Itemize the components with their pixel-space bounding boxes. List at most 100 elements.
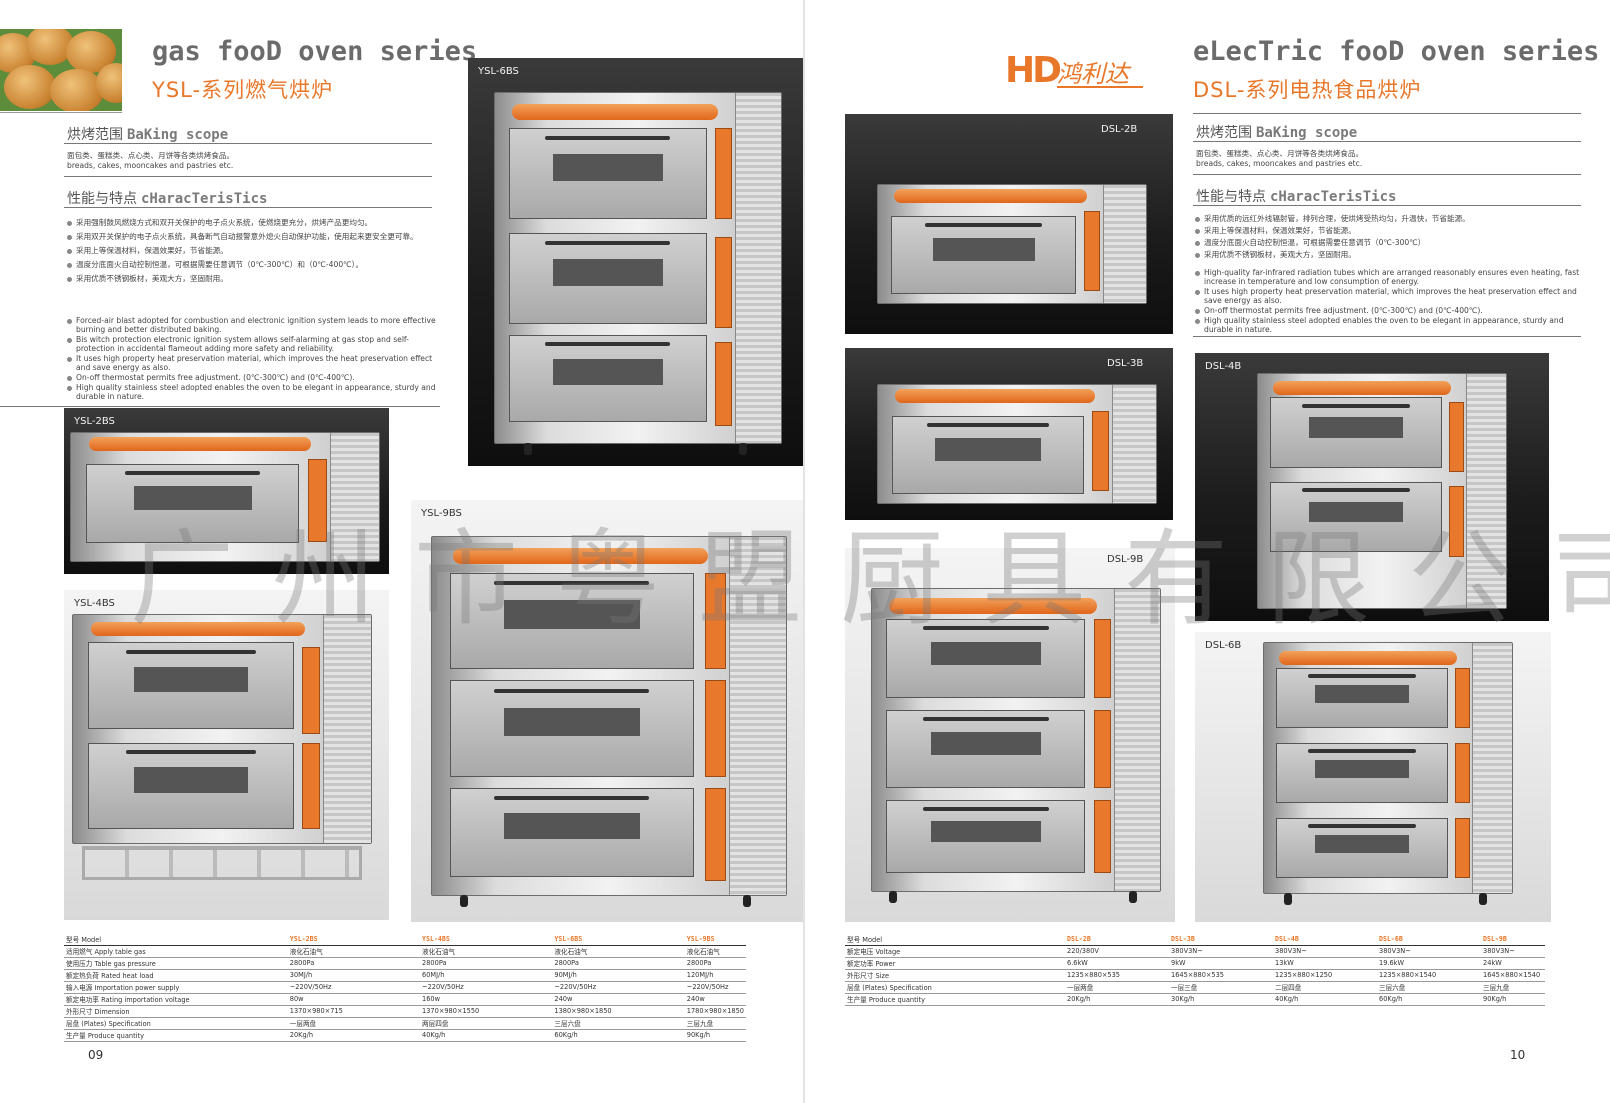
table-cell: 40Kg/h <box>420 1029 553 1042</box>
list-item: 采用上等保温材料，保温效果好，节省能源。 <box>1194 226 1580 236</box>
table-cell: 1235×880×1250 <box>1273 969 1377 982</box>
table-cell: 160w <box>420 993 553 1006</box>
table-cell: 40Kg/h <box>1273 993 1377 1006</box>
oven-image <box>1263 642 1513 905</box>
divider <box>1193 141 1581 142</box>
electric-series-title-cn: DSL-系列电热食品烘炉 <box>1193 78 1422 102</box>
characteristics-list-en: High-quality far-infrared radiation tube… <box>1194 268 1580 335</box>
baking-scope-text: 面包类、蛋糕类、点心类、月饼等各类烘烤食品。 breads, cakes, mo… <box>67 151 234 170</box>
table-cell: 90Kg/h <box>684 1029 746 1042</box>
table-cell: 1380×980×1850 <box>552 1005 685 1018</box>
list-item: 采用优质不锈钢板材，美观大方，坚固耐用。 <box>66 274 436 284</box>
divider <box>1193 113 1581 114</box>
table-cell: 240w <box>684 993 746 1006</box>
logo-mark: HD <box>1005 50 1062 91</box>
table-header: YSL-4BS <box>420 933 553 946</box>
page-number: 10 <box>1510 1048 1526 1062</box>
list-item: 采用双开关保护的电子点火系统，具备断气自动报警意外熄火自动保护功能，使用起来更安… <box>66 232 436 242</box>
model-label: YSL-6BS <box>478 66 519 77</box>
table-cell: 1370×980×1550 <box>420 1005 553 1018</box>
page-spine <box>803 0 805 1103</box>
table-cell: 两层四盘 <box>420 1017 553 1030</box>
table-cell: 额定热负荷 Rated heat load <box>64 969 288 982</box>
table-cell: 液化石油气 <box>552 945 685 958</box>
table-cell: 80w <box>287 993 421 1006</box>
electric-spec-table: 型号 Model DSL-2B DSL-3B DSL-4B DSL-6B DSL… <box>845 933 1545 1006</box>
table-cell: 适用燃气 Apply table gas <box>64 945 288 958</box>
table-cell: 240w <box>552 993 685 1006</box>
list-item: 温度分底面火自动控制恒温，可根据需要任意调节（0℃-300℃）和（0℃-400℃… <box>66 260 436 270</box>
characteristics-heading-cn: 性能与特点 <box>67 191 137 207</box>
oven-image <box>877 184 1147 304</box>
photo-ysl-6bs: YSL-6BS <box>468 58 804 466</box>
table-cell: 1645×880×1540 <box>1481 969 1545 982</box>
table-cell: 30MJ/h <box>287 969 421 982</box>
list-item: 采用强制鼓风燃烧方式和双开关保护的电子点火系统，使燃烧更充分，烘烤产品更均匀。 <box>66 218 436 228</box>
model-label: DSL-6B <box>1205 640 1242 651</box>
table-cell: 输入电源 Importation power supply <box>64 981 288 994</box>
model-label: DSL-2B <box>1101 124 1138 135</box>
table-cell: 额定电功率 Rating importation voltage <box>64 993 288 1006</box>
table-cell: ~220V/50Hz <box>287 981 421 994</box>
table-cell: 20Kg/h <box>287 1029 421 1042</box>
table-cell: 6.6kW <box>1065 957 1169 970</box>
table-cell: 额定功率 Power <box>845 957 1065 970</box>
table-cell: 380V3N~ <box>1481 945 1545 958</box>
divider <box>64 176 432 177</box>
table-cell: 外形尺寸 Dimension <box>64 1005 288 1018</box>
table-header: YSL-2BS <box>287 933 421 946</box>
table-cell: 1370×980×715 <box>287 1005 421 1018</box>
table-cell: 2800Pa <box>420 957 553 970</box>
list-item: It uses high property heat preservation … <box>66 354 438 372</box>
oven-image <box>877 384 1157 504</box>
table-header: DSL-3B <box>1169 933 1273 946</box>
photo-dsl-9b: DSL-9B <box>845 548 1175 922</box>
divider <box>0 112 122 113</box>
table-cell: 1235×880×1540 <box>1377 969 1481 982</box>
table-header: 型号 Model <box>845 933 1065 946</box>
baking-scope-cn: 面包类、蛋糕类、点心类、月饼等各类烘烤食品。 <box>67 151 235 160</box>
table-cell: 120MJ/h <box>684 969 746 982</box>
table-cell: 1645×880×535 <box>1169 969 1273 982</box>
baking-scope-cn: 面包类、蛋糕类、点心类、月饼等各类烘烤食品。 <box>1196 149 1364 158</box>
oven-image <box>72 614 372 844</box>
characteristics-list-cn: 采用强制鼓风燃烧方式和双开关保护的电子点火系统，使燃烧更充分，烘烤产品更均匀。 … <box>66 218 436 288</box>
list-item: High quality stainless steel adopted ena… <box>66 383 438 401</box>
page-number: 09 <box>88 1048 104 1062</box>
list-item: 采用上等保温材料，保温效果好，节省能源。 <box>66 246 436 256</box>
list-item: It uses high property heat preservation … <box>1194 287 1580 305</box>
table-cell: 24kW <box>1481 957 1545 970</box>
table-row: 输入电源 Importation power supply~220V/50Hz~… <box>64 981 746 994</box>
table-cell: 2800Pa <box>552 957 685 970</box>
table-cell: ~220V/50Hz <box>684 981 746 994</box>
characteristics-list-cn: 采用优质的远红外线辐射管，排列合理，使烘烤受热均匀，升温快，节省能源。 采用上等… <box>1194 214 1580 262</box>
oven-image <box>431 536 787 907</box>
table-header-row: 型号 Model DSL-2B DSL-3B DSL-4B DSL-6B DSL… <box>845 933 1545 946</box>
list-item: On-off thermostat permits free adjustmen… <box>1194 306 1580 315</box>
baking-scope-en: breads, cakes, mooncakes and pastries et… <box>1196 158 1363 168</box>
oven-image <box>494 92 782 455</box>
oven-image <box>70 432 380 562</box>
table-cell: 380V3N~ <box>1169 945 1273 958</box>
table-header: DSL-6B <box>1377 933 1481 946</box>
table-cell: 13kW <box>1273 957 1377 970</box>
baking-scope-heading-en: BaKing scope <box>1256 125 1358 141</box>
gas-series-title-cn: YSL-系列燃气烘炉 <box>152 78 334 102</box>
table-cell: 20Kg/h <box>1065 993 1169 1006</box>
baking-scope-text: 面包类、蛋糕类、点心类、月饼等各类烘烤食品。 breads, cakes, mo… <box>1196 149 1363 168</box>
pastry-photo <box>0 29 122 111</box>
gas-series-title-en: gas fooD oven series <box>152 36 478 67</box>
list-item: 采用优质不锈钢板材，美观大方，坚固耐用。 <box>1194 250 1580 260</box>
divider <box>1193 336 1581 337</box>
